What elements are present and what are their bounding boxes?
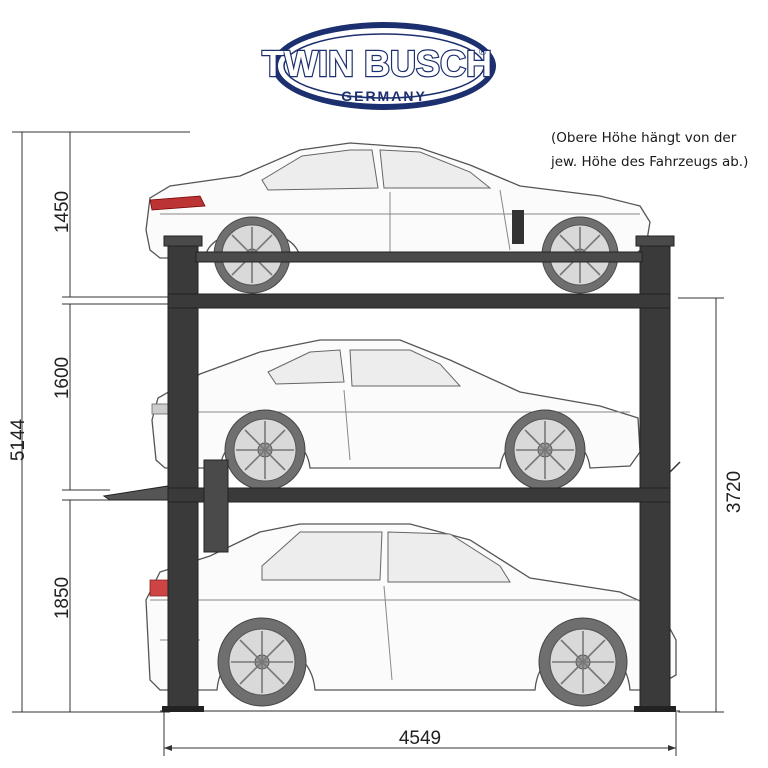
brand-logo: TWIN BUSCH ® GERMANY [261,22,496,110]
logo-subtitle: GERMANY [341,88,427,104]
upper-platform-rail [195,251,643,263]
total-height-label: 5144 [8,418,29,461]
lift-frame [102,235,681,712]
logo-registered-mark: ® [479,47,487,58]
middle-car-coupe [151,339,641,491]
middle-drive-ramp [102,485,169,501]
left-dimension-lines [12,131,190,713]
upper-car-sedan [145,142,651,294]
height-note-line-2: jew. Höhe des Fahrzeugs ab.) [550,154,748,170]
logo-inner-ellipse [278,28,490,104]
logo-wordmark: TWIN BUSCH [262,43,492,84]
lower-car-suv [145,523,677,707]
lift-motor-unit [203,459,229,553]
height-note-line-1: (Obere Höhe hängt von der [551,130,737,146]
middle-platform-beam [167,487,671,503]
bottom-dimension-lines [163,712,677,756]
upper-platform-beam [167,293,671,309]
right-dimension-lines [678,297,724,713]
logo-inner-ring [283,33,485,99]
upper-level-label: 1450 [52,191,73,233]
width-label: 4549 [399,728,441,749]
column-height-label: 3720 [724,471,745,513]
lower-level-label: 1850 [52,577,73,619]
left-column [167,239,199,711]
right-column [639,239,671,711]
middle-level-label: 1600 [52,357,73,399]
